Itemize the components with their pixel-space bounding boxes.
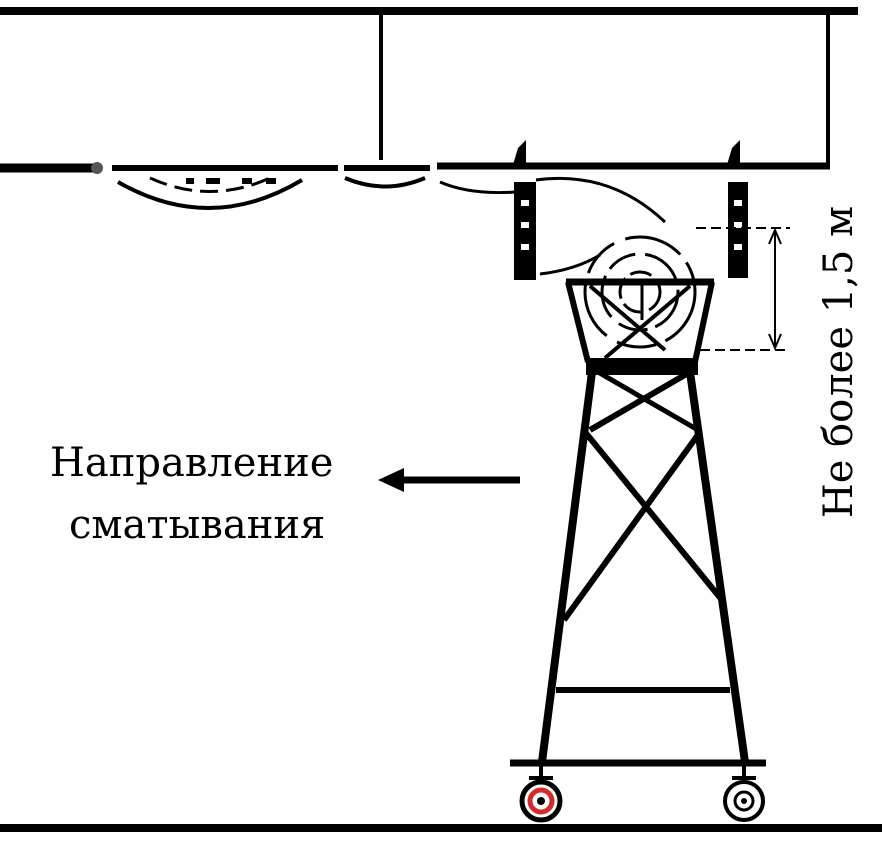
- cable-clip: [186, 178, 194, 184]
- tower-stand: [510, 278, 766, 784]
- dim-arrow-bottom: [768, 333, 782, 351]
- cradle-right-side: [692, 281, 715, 363]
- dim-arrow-top: [768, 227, 782, 245]
- cable-clip: [266, 178, 276, 184]
- wheel-left: [519, 776, 563, 823]
- tower-brace: [588, 369, 692, 433]
- drum-outer-ring: [583, 235, 697, 349]
- drum-inner-ring: [618, 270, 662, 314]
- cable-drum: [535, 176, 697, 349]
- cradle-brace-2: [603, 284, 692, 360]
- drum-middle-ring: [600, 252, 680, 332]
- hanger-bracket-left: [512, 140, 536, 280]
- hanger-bracket-right: [726, 140, 748, 278]
- cable-sag-1-inner: [149, 176, 271, 193]
- cradle-brace-1: [588, 284, 667, 352]
- wheel-right: [723, 776, 765, 822]
- cable-feed-arc: [535, 176, 667, 224]
- cable-run: [0, 162, 830, 210]
- cable-sag-3: [439, 180, 516, 195]
- tower-brace: [596, 369, 700, 433]
- cable-end-knob: [91, 162, 103, 174]
- height-dimension: [696, 227, 790, 351]
- platform-deck: [586, 358, 698, 375]
- direction-label-line-2: сматывания: [69, 502, 326, 548]
- cable-sag-1: [117, 178, 304, 210]
- direction-label-line-1: Направление: [50, 440, 334, 486]
- height-limit-label: Не более 1,5 м: [816, 205, 862, 519]
- tower-leg-left: [538, 371, 596, 763]
- cable-clip: [206, 178, 220, 184]
- cable-sag-2: [344, 176, 426, 189]
- tower-brace: [582, 430, 725, 602]
- cradle-left-side: [565, 281, 591, 363]
- tower-brace: [561, 430, 703, 622]
- ceiling-structure: [0, 7, 858, 163]
- direction-arrow-icon: [378, 468, 520, 492]
- cable-clip: [242, 178, 252, 184]
